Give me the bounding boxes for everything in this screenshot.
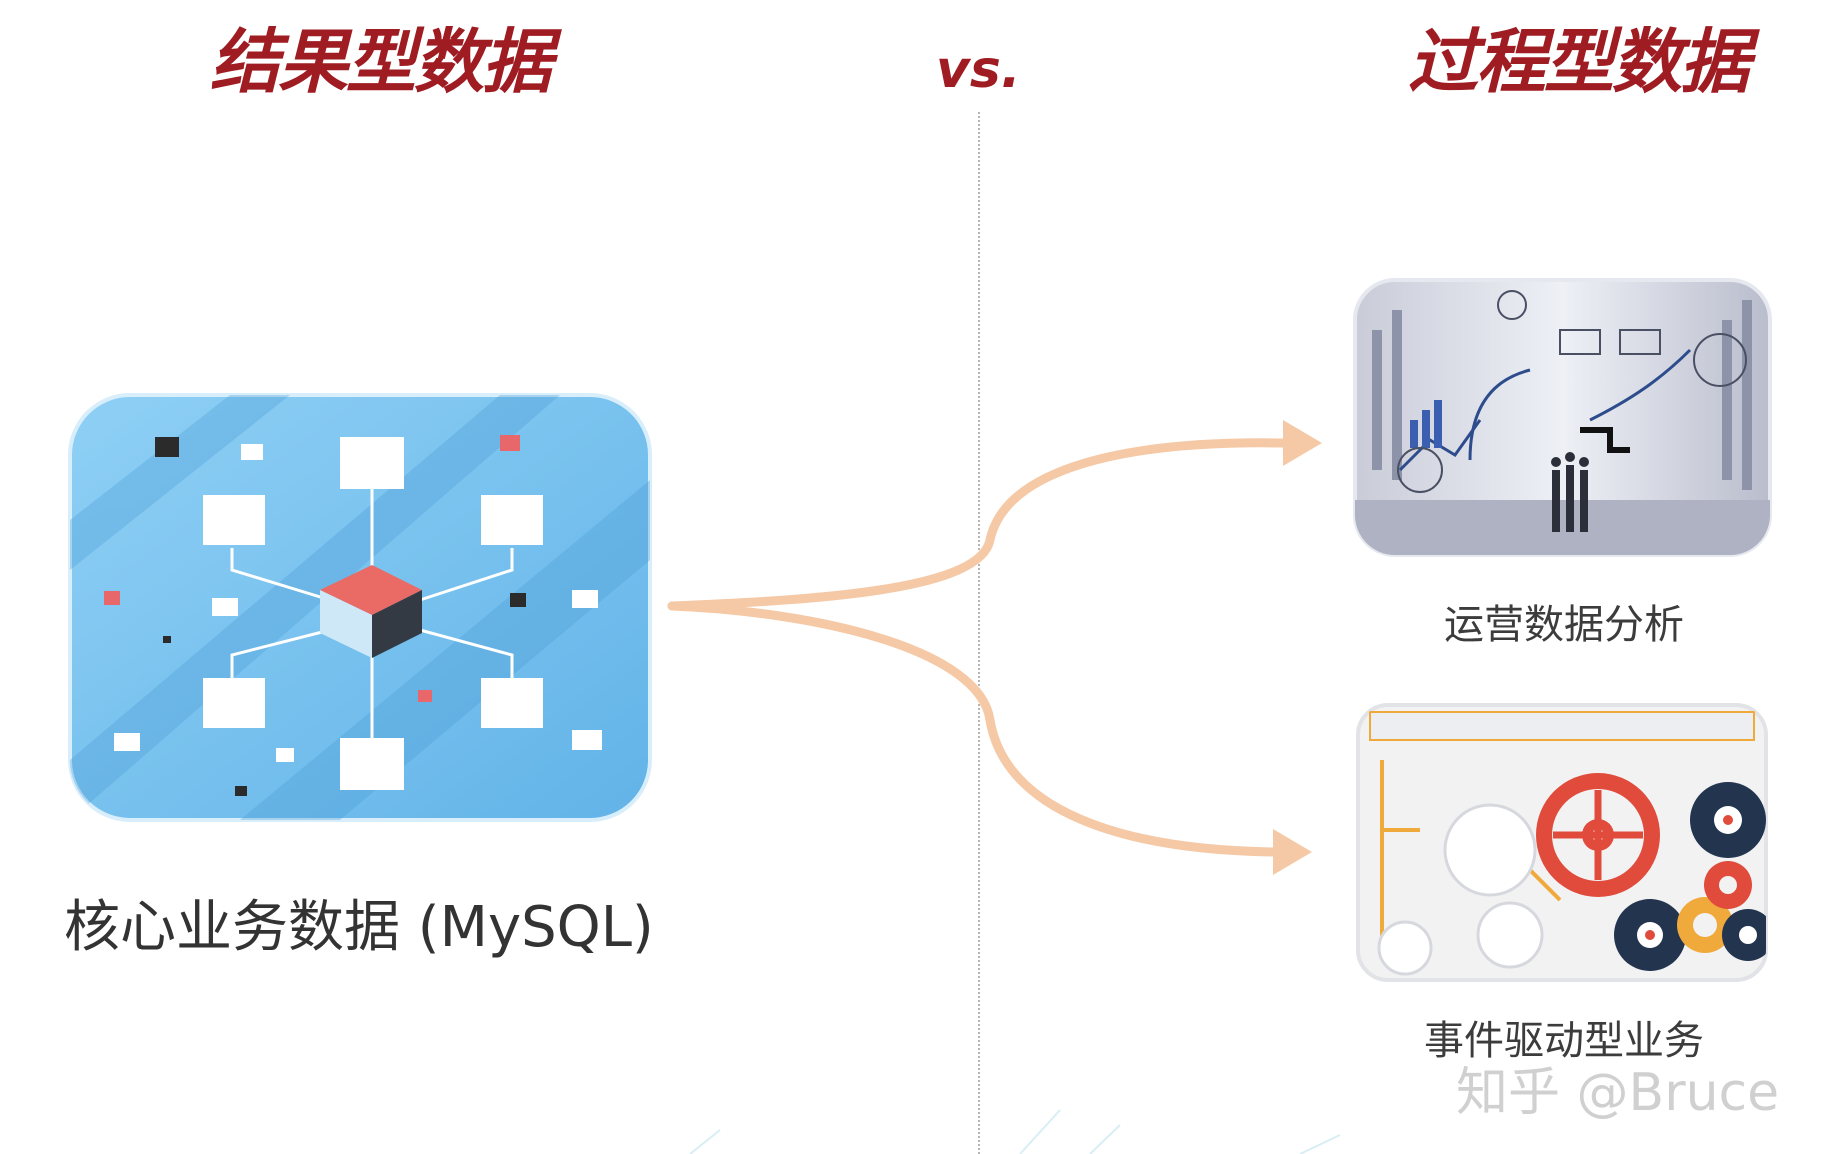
- ops-analysis-caption: 运营数据分析: [1444, 602, 1684, 648]
- ops-photo-card: [1353, 278, 1772, 557]
- vs-label: vs.: [936, 40, 1021, 100]
- center-divider: [978, 112, 980, 1154]
- core-data-card: [68, 393, 652, 822]
- arrow-head-upper: [1283, 420, 1322, 466]
- watermark: 知乎 @Bruce: [1456, 1063, 1780, 1123]
- event-gear-card: [1356, 703, 1768, 982]
- event-driven-caption: 事件驱动型业务: [1424, 1018, 1704, 1064]
- decorative-strokes: [689, 1109, 1341, 1154]
- left-heading: 结果型数据: [210, 21, 552, 103]
- flow-arrows: [667, 438, 1290, 857]
- right-heading: 过程型数据: [1408, 21, 1750, 103]
- core-data-caption: 核心业务数据 (MySQL): [64, 895, 654, 960]
- arrow-head-lower: [1273, 829, 1312, 875]
